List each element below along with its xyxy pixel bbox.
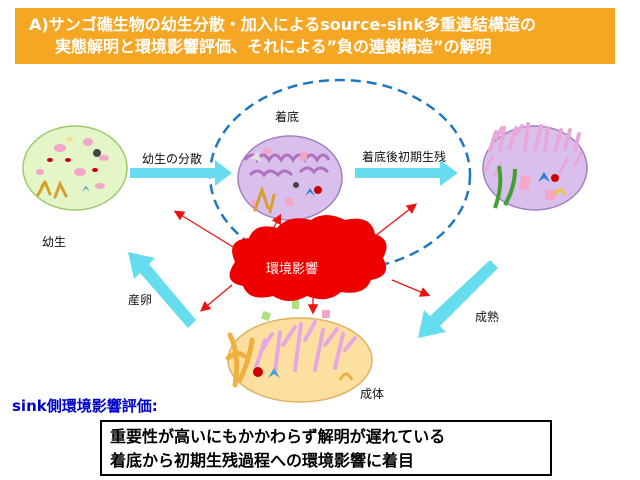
spawning-arrow: [128, 252, 196, 328]
early-survival-dish: [482, 122, 588, 211]
focus-box: 重要性が高いにもかかわらず解明が遅れている 着底から初期生残過程への環境影響に着…: [100, 420, 552, 476]
settlement-label: 着底: [275, 110, 300, 124]
impact-label: 環境影響: [266, 262, 319, 277]
adult-label: 成体: [360, 387, 385, 401]
focus-line-1: 重要性が高いにもかかわらず解明が遅れている: [110, 427, 446, 446]
maturation-arrow: [418, 260, 498, 338]
maturation-label: 成熟: [475, 310, 500, 324]
spawning-label: 産卵: [128, 293, 153, 307]
larva-dish: [22, 125, 128, 211]
dispersal-label: 幼生の分散: [142, 152, 203, 166]
impact-arrows: [173, 203, 431, 315]
adult-dish: [225, 300, 373, 403]
settlement-dish: [237, 135, 343, 221]
focus-line-2: 着底から初期生残過程への環境影響に着目: [110, 451, 415, 470]
title-line-1: A)サンゴ礁生物の幼生分散・加入によるsource-sink多重連結構造の: [29, 15, 537, 34]
sink-heading: sink側環境影響評価:: [12, 397, 158, 415]
title-banner: A)サンゴ礁生物の幼生分散・加入によるsource-sink多重連結構造の 実態…: [15, 8, 615, 64]
larva-label: 幼生: [42, 235, 67, 249]
dispersal-arrow: [130, 160, 232, 186]
early-survival-label: 着底後初期生残: [362, 150, 447, 164]
early-survival-arrow: [355, 160, 458, 186]
title-line-2: 実態解明と環境影響評価、それによる”負の連鎖構造”の解明: [55, 37, 492, 56]
